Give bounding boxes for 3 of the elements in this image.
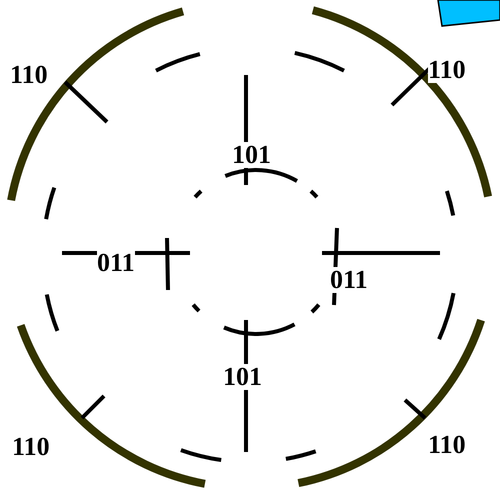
- miller-index-label: 101: [223, 364, 262, 390]
- miller-index-label: 101: [232, 142, 271, 168]
- miller-index-label: 011: [330, 267, 368, 293]
